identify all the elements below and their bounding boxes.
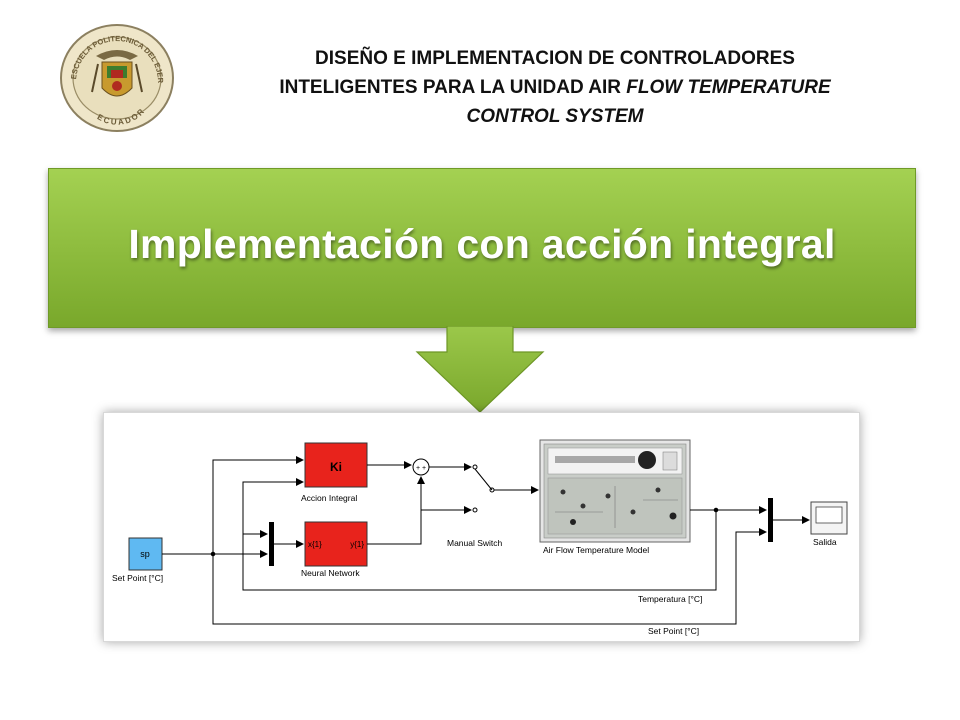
section-banner: Implementación con acción integral bbox=[48, 168, 916, 328]
ki-caption: Accion Integral bbox=[301, 493, 357, 503]
nn-out-port: y{1} bbox=[350, 540, 364, 549]
air-flow-plant-block: Air Flow Temperature Model bbox=[539, 439, 691, 555]
setpoint-block-label: sp bbox=[140, 549, 150, 559]
banner-heading: Implementación con acción integral bbox=[128, 221, 836, 267]
title-line-2-normal: INTELIGENTES PARA LA UNIDAD AIR bbox=[279, 77, 627, 98]
mux-block-left bbox=[269, 522, 274, 566]
manual-switch-block: Manual Switch bbox=[447, 464, 503, 548]
down-arrow-icon bbox=[415, 326, 545, 413]
title-line-3-italic: CONTROL SYSTEM bbox=[466, 106, 644, 127]
signal-wires bbox=[162, 456, 810, 625]
simulink-block-diagram: sp Set Point [°C] Ki Accion Integral x{1… bbox=[112, 439, 848, 636]
plant-caption: Air Flow Temperature Model bbox=[543, 545, 649, 555]
institution-seal-logo: ESCUELA POLITECNICA DEL EJERCITO ECUADOR bbox=[58, 22, 174, 132]
title-line-3: CONTROL SYSTEM bbox=[215, 102, 895, 131]
mux-block-right bbox=[768, 498, 773, 542]
nn-in-port: x{1} bbox=[308, 540, 322, 549]
setpoint-signal-label: Set Point [°C] bbox=[648, 626, 699, 636]
ki-block-label: Ki bbox=[330, 460, 342, 474]
ki-gain-block: Ki Accion Integral bbox=[301, 442, 368, 503]
switch-caption: Manual Switch bbox=[447, 538, 503, 548]
temperature-signal-label: Temperatura [°C] bbox=[638, 594, 702, 604]
scope-caption: Salida bbox=[813, 537, 837, 547]
title-line-2-italic: FLOW TEMPERATURE bbox=[626, 77, 831, 98]
page-title: DISEÑO E IMPLEMENTACION DE CONTROLADORES… bbox=[215, 44, 895, 131]
setpoint-caption: Set Point [°C] bbox=[112, 573, 163, 583]
simulink-diagram-frame bbox=[103, 412, 860, 642]
neural-network-block: x{1} y{1} Neural Network bbox=[301, 521, 368, 578]
nn-caption: Neural Network bbox=[301, 568, 360, 578]
title-line-2: INTELIGENTES PARA LA UNIDAD AIR FLOW TEM… bbox=[215, 73, 895, 102]
title-line-1: DISEÑO E IMPLEMENTACION DE CONTROLADORES bbox=[315, 48, 795, 69]
scope-block: Salida bbox=[810, 501, 848, 547]
setpoint-block: sp Set Point [°C] bbox=[112, 537, 163, 583]
sum-block: + + bbox=[412, 458, 430, 476]
sum-signs: + + bbox=[416, 465, 426, 472]
